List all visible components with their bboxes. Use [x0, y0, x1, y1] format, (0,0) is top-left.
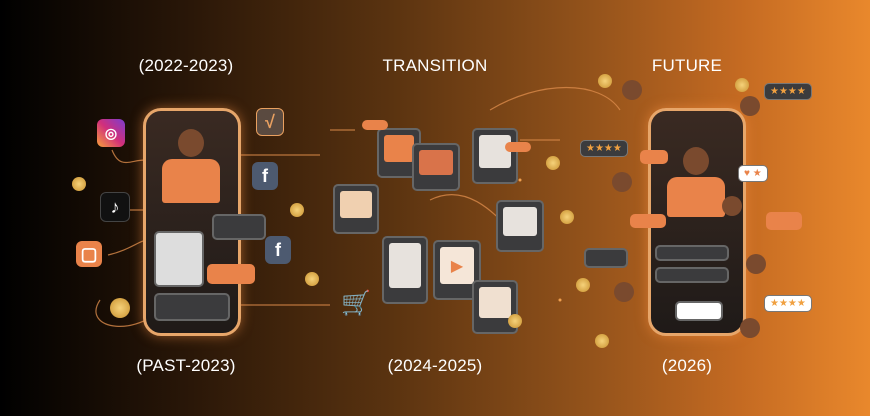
post-card — [496, 200, 544, 252]
person-avatar — [746, 254, 766, 274]
footer-future: (2026) — [661, 356, 713, 375]
profile-card — [212, 214, 266, 240]
coin — [598, 74, 612, 88]
tag — [362, 120, 388, 130]
person-avatar — [178, 129, 204, 157]
person-avatar — [740, 318, 760, 338]
rating-bubble: ★★★★ — [764, 83, 812, 100]
badge-card — [207, 264, 255, 284]
rating-bubble: ★★★★ — [764, 295, 812, 312]
shopping-cart-icon: 🛒 — [341, 289, 371, 317]
person-avatar — [722, 196, 742, 216]
person-body — [667, 177, 725, 217]
person-body — [162, 159, 220, 203]
coin — [546, 156, 560, 170]
heart-bubble: ♥ ★ — [738, 165, 768, 182]
post-card — [472, 128, 518, 184]
heading-past-period: (2022-2023) — [138, 56, 234, 75]
coin — [735, 78, 749, 92]
info-card — [154, 293, 230, 321]
rating-bubble: ★★★★ — [580, 140, 628, 157]
person-avatar — [612, 172, 632, 192]
person-avatar — [614, 282, 634, 302]
instagram-icon: ◎ — [97, 119, 125, 147]
footer-past: (PAST-2023) — [136, 356, 236, 375]
coin — [305, 272, 319, 286]
person-avatar — [740, 96, 760, 116]
future-phone — [648, 108, 746, 336]
heading-future: FUTURE — [651, 56, 723, 75]
action-button[interactable] — [675, 301, 723, 321]
coin — [72, 177, 86, 191]
person-avatar — [622, 80, 642, 100]
info-row — [655, 267, 729, 283]
coin — [595, 334, 609, 348]
heading-transition: TRANSITION — [382, 56, 488, 75]
facebook-icon: f — [252, 162, 278, 190]
post-card — [333, 184, 379, 234]
person-avatar — [683, 147, 709, 175]
post-card — [382, 236, 428, 304]
coin — [560, 210, 574, 224]
coin — [110, 298, 130, 318]
check-icon: √ — [256, 108, 284, 136]
play-icon: ▶ — [440, 247, 474, 284]
tiktok-icon: ♪ — [100, 192, 130, 222]
tag — [630, 214, 666, 228]
chat-icon: ▢ — [76, 241, 102, 267]
coin — [290, 203, 304, 217]
photo-card — [154, 231, 204, 287]
info-row — [655, 245, 729, 261]
facebook-icon: f — [265, 236, 291, 264]
coin — [508, 314, 522, 328]
tag — [766, 212, 802, 230]
post-card — [412, 143, 460, 191]
tag — [505, 142, 531, 152]
video-tag — [584, 248, 628, 268]
coin — [576, 278, 590, 292]
footer-transition: (2024-2025) — [387, 356, 483, 375]
tag — [640, 150, 668, 164]
